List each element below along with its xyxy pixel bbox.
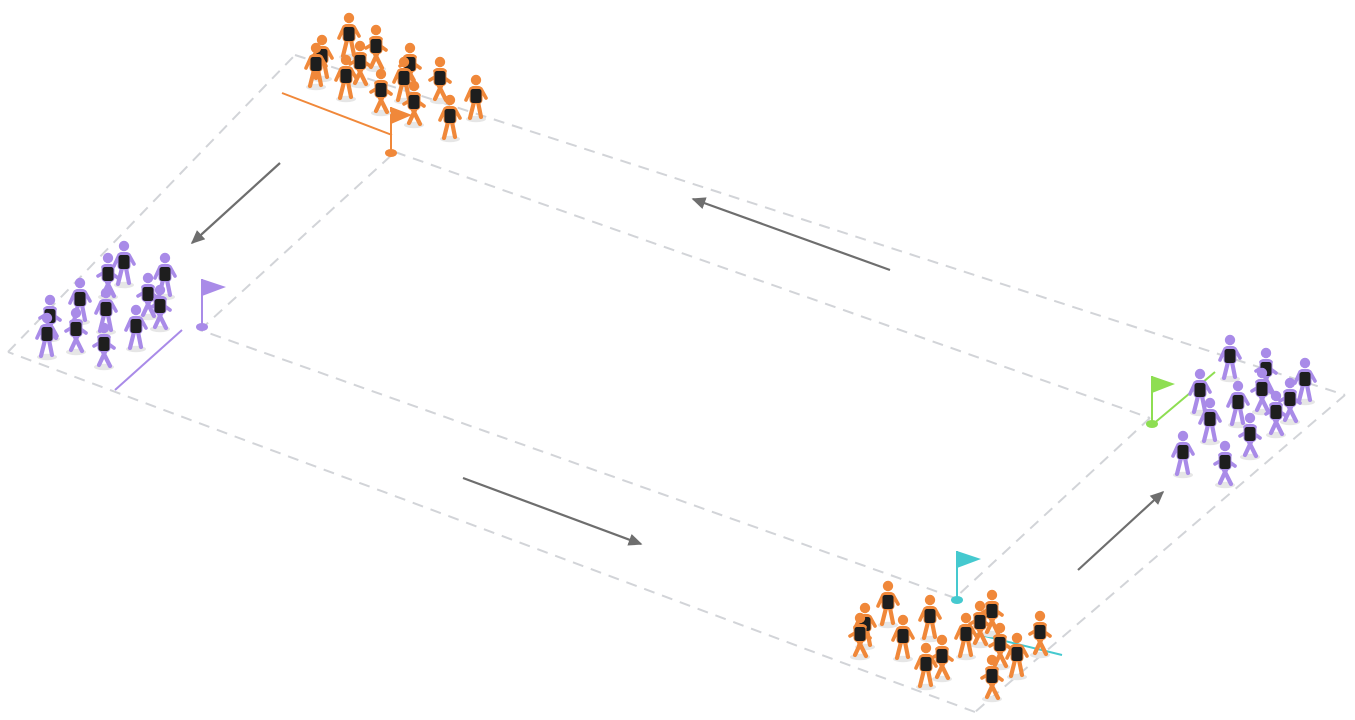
player-figure bbox=[1028, 610, 1052, 659]
player-figure bbox=[112, 240, 136, 289]
player-figure bbox=[848, 612, 872, 661]
flag-left bbox=[196, 279, 226, 331]
player-figure bbox=[968, 600, 992, 649]
player-figure bbox=[1264, 390, 1288, 439]
player-figure bbox=[96, 252, 120, 301]
player-figure bbox=[35, 312, 59, 361]
player-figure bbox=[64, 307, 88, 356]
player-figure bbox=[1213, 440, 1237, 489]
player-figure bbox=[876, 580, 900, 629]
outer-track-top-edge bbox=[294, 54, 1346, 396]
player-figure bbox=[1226, 380, 1250, 429]
player-figure bbox=[428, 56, 452, 105]
player-figure bbox=[918, 594, 942, 643]
inner-track-top-edge bbox=[394, 151, 1151, 419]
flag-top bbox=[385, 107, 412, 157]
player-figure bbox=[980, 654, 1004, 703]
start-line-top bbox=[281, 92, 393, 136]
outer-track bbox=[7, 54, 1346, 713]
inner-track-left-edge bbox=[199, 151, 396, 331]
outer-track-left-edge bbox=[7, 54, 296, 353]
player-figure bbox=[92, 322, 116, 371]
flag-right bbox=[1146, 376, 1175, 428]
group-top bbox=[304, 12, 488, 143]
outer-track-right-edge bbox=[974, 394, 1346, 713]
player-figure bbox=[1005, 632, 1029, 681]
player-figure bbox=[1293, 357, 1317, 406]
player-figure bbox=[988, 622, 1012, 671]
player-figure bbox=[464, 74, 488, 123]
direction-arrows bbox=[190, 162, 1165, 571]
arrow-right bbox=[1077, 490, 1165, 571]
group-right bbox=[1171, 334, 1317, 489]
arrow-top bbox=[691, 197, 891, 272]
player-figure bbox=[1188, 368, 1212, 417]
player-figure bbox=[438, 94, 462, 143]
group-left bbox=[35, 240, 177, 371]
player-figure bbox=[402, 80, 426, 129]
player-figure bbox=[954, 612, 978, 661]
start-lines bbox=[114, 92, 1216, 656]
player-figure bbox=[1278, 377, 1302, 426]
player-figure bbox=[1171, 430, 1195, 479]
player-figure bbox=[930, 634, 954, 683]
flag-bottom bbox=[951, 551, 981, 604]
player-figure bbox=[304, 42, 328, 91]
inner-track-right-edge bbox=[954, 417, 1151, 599]
player-figure bbox=[348, 40, 372, 89]
player-figure bbox=[1198, 397, 1222, 446]
player-figure bbox=[124, 304, 148, 353]
player-figure bbox=[68, 277, 92, 326]
inner-track-bottom-edge bbox=[199, 329, 956, 599]
player-figure bbox=[1250, 367, 1274, 416]
player-figure bbox=[136, 272, 160, 321]
arrow-left bbox=[190, 162, 281, 245]
player-figure bbox=[148, 284, 172, 333]
player-figure bbox=[891, 614, 915, 663]
player-figure bbox=[914, 642, 938, 691]
player-figure bbox=[1218, 334, 1242, 383]
inner-track bbox=[199, 151, 1151, 599]
group-bottom bbox=[848, 580, 1052, 703]
player-figure bbox=[369, 68, 393, 117]
arrow-bottom bbox=[462, 476, 643, 546]
player-figure bbox=[334, 54, 358, 103]
player-groups bbox=[35, 12, 1317, 703]
outer-track-bottom-edge bbox=[7, 351, 976, 713]
flags bbox=[196, 107, 1175, 604]
start-line-left bbox=[114, 329, 183, 391]
player-figure bbox=[1238, 412, 1262, 461]
